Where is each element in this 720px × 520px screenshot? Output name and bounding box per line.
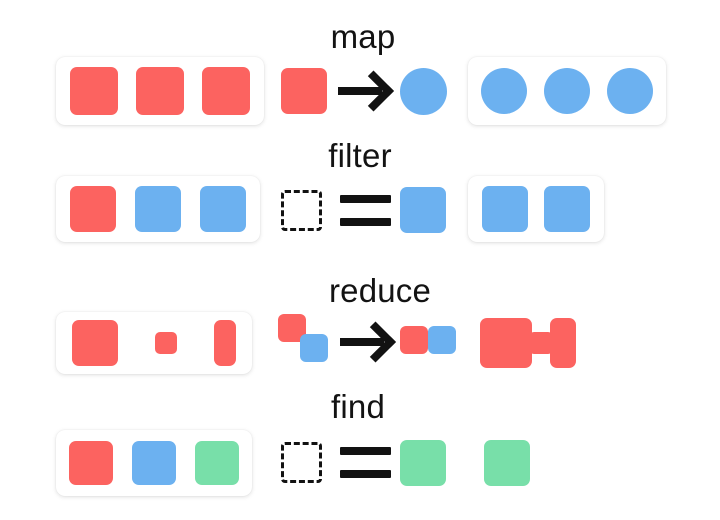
array-item-square-blue [132,441,176,485]
reduce-current-square-blue [300,334,328,362]
merged-part-large [480,318,532,368]
find-input-array [56,430,252,496]
find-output-single-square-green [484,440,530,486]
merged-part-small [530,332,552,354]
map-output-array [468,57,666,125]
equals-icon [340,195,391,226]
filter-predicate-match-square-blue [400,187,446,233]
arrow-right-icon [338,70,395,112]
row-reduce: reduce [0,272,720,392]
filter-input-array [56,176,260,242]
array-item-circle-blue [607,68,653,114]
row-label-map: map [330,18,396,55]
array-item-square-red-small [155,332,177,354]
find-predicate-match-square-green [400,440,446,486]
equals-icon [340,447,391,478]
array-item-square-red [70,67,118,115]
row-label-find: find [330,388,386,425]
array-item-square-blue [135,186,181,232]
array-item-square-green [195,441,239,485]
array-item-square-red-large [72,320,118,366]
array-item-square-red [202,67,250,115]
array-item-circle-blue [544,68,590,114]
filter-predicate-placeholder-square-dashed [281,190,322,231]
array-item-square-red [136,67,184,115]
map-callback-output-circle-blue [400,68,447,115]
map-callback-input-square-red [281,68,327,114]
reduce-result-square-blue [428,326,456,354]
row-filter: filter [0,137,720,257]
reduce-callback-result-pair [400,326,456,354]
map-input-array [56,57,264,125]
array-item-square-red-tall [214,320,236,366]
merged-part-tall [550,318,576,368]
array-item-square-red [69,441,113,485]
row-find: find [0,388,720,508]
array-item-square-red [70,186,116,232]
array-item-square-blue [544,186,590,232]
row-map: map [0,18,720,138]
arrow-right-icon [340,321,397,363]
array-item-square-blue [200,186,246,232]
row-label-filter: filter [328,137,392,174]
filter-output-array [468,176,604,242]
find-predicate-placeholder-square-dashed [281,442,322,483]
reduce-output-merged-value [480,318,576,368]
array-item-square-blue [482,186,528,232]
array-item-circle-blue [481,68,527,114]
reduce-result-square-red [400,326,428,354]
reduce-input-array [56,312,252,374]
row-label-reduce: reduce [328,272,432,309]
